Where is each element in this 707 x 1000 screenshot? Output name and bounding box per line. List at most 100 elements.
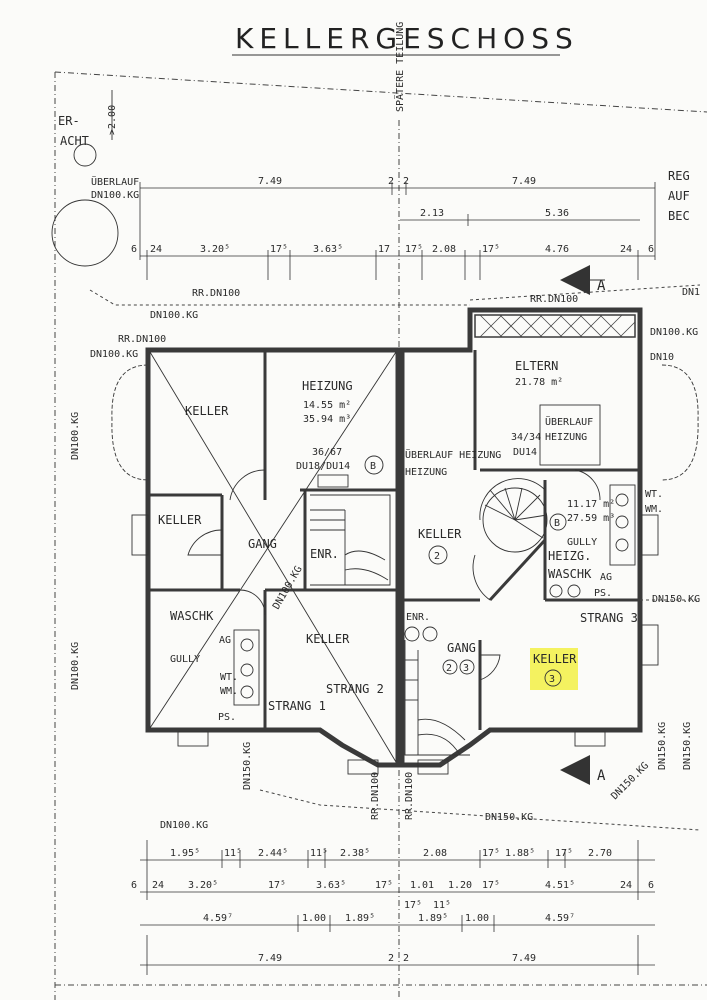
- light-well-right: [661, 364, 699, 481]
- spiral-stair-right: [479, 478, 548, 553]
- label-du-14: DU14: [513, 447, 537, 458]
- label-heizg-area2: 27.59 m³: [567, 513, 615, 524]
- label-dn100-kg-vert2: DN100.KG: [70, 642, 81, 690]
- machine-circle: [240, 685, 254, 699]
- dim-top3-6: 17⁵: [405, 244, 423, 255]
- room-waschk-left: WASCHK: [170, 609, 214, 623]
- label-gully-right: GULLY: [567, 537, 597, 548]
- drain-line-top-left: [89, 289, 470, 306]
- dim-b2-2: 3.20⁵: [188, 880, 218, 891]
- room-keller-mid: KELLER: [418, 527, 462, 541]
- dim-b3-1: 1.00: [302, 913, 326, 924]
- label-wm-right: WM.: [645, 504, 663, 515]
- dim-top3-10: 24: [620, 244, 632, 255]
- room-gang-left: GANG: [248, 537, 277, 551]
- marker-circle-b-right: [549, 513, 567, 531]
- dim-b3-5: 4.59⁷: [545, 913, 575, 924]
- dim-b4-2: 2: [403, 953, 409, 964]
- room-heizg: HEIZG.: [548, 549, 591, 563]
- machines-right: [609, 484, 636, 566]
- dim-top3-2: 3.20⁵: [200, 244, 230, 255]
- label-ag-right: AG: [600, 572, 612, 583]
- drain-line-bottom: [259, 789, 701, 831]
- marker-circle-2: [428, 545, 448, 565]
- room-eltern: ELTERN: [515, 359, 558, 373]
- dim-b2-3: 17⁵: [268, 880, 286, 891]
- dim-b2-6: 1.01: [410, 880, 434, 891]
- dim-ticks-b3: [297, 915, 495, 932]
- dim-top1-a: 7.49: [258, 176, 282, 187]
- dim-b3-4: 1.00: [465, 913, 489, 924]
- label-dn150-kg-right-vert: DN150.KG: [657, 722, 668, 770]
- dim-b3-0: 4.59⁷: [203, 913, 233, 924]
- label-strang3: STRANG 3: [580, 611, 638, 625]
- marker-num-3: 3: [463, 663, 469, 674]
- label-dn100-kg-left: DN100.KG: [150, 310, 198, 321]
- marker-circle: [459, 659, 475, 675]
- dim-top3-9: 4.76: [545, 244, 569, 255]
- stair-left: [310, 494, 391, 586]
- room-keller-nw: KELLER: [185, 404, 229, 418]
- label-dn100-kg-right: DN100.KG: [650, 327, 698, 338]
- dim-top3-7: 2.08: [432, 244, 456, 255]
- dim-b2b-0: 17⁵: [404, 900, 422, 911]
- label-ueberlauf-heizung: ÜBERLAUF HEIZUNG: [405, 448, 501, 461]
- dim-top3-5: 17: [378, 244, 390, 255]
- label-ueberlauf: ÜBERLAUF: [91, 175, 139, 188]
- dim-b1-8: 17⁵: [555, 848, 573, 859]
- machine-circle: [240, 638, 254, 652]
- room-keller-highlight-num: 3: [549, 674, 555, 685]
- outer-wall-left: [145, 347, 401, 768]
- label-ps-right: PS.: [594, 588, 612, 599]
- label-dn100-kg-vert: DN100.KG: [70, 412, 81, 460]
- label-auf: AUF: [668, 189, 690, 203]
- dim-b3-3: 1.89⁵: [418, 913, 448, 924]
- section-arrow-bottom: [560, 755, 590, 785]
- room-waschk-right: WASCHK: [548, 567, 592, 581]
- machine-circle: [240, 663, 254, 677]
- room-keller-highlight: KELLER: [533, 652, 577, 666]
- machines-left: [233, 629, 260, 706]
- marker-circle-b-left: [364, 455, 384, 475]
- large-shaft-circle: [51, 199, 119, 267]
- drain-line-top-right: [469, 284, 701, 301]
- room-keller-w: KELLER: [158, 513, 202, 527]
- dim-b1-4: 2.38⁵: [340, 848, 370, 859]
- marker-num-2: 2: [446, 663, 452, 674]
- label-rr-dn100-right: RR.DN100: [530, 294, 578, 305]
- hatch-pattern: [479, 314, 636, 338]
- dim-b2-9: 4.51⁵: [545, 880, 575, 891]
- machine-circle: [615, 515, 629, 529]
- boiler-unit: [317, 474, 349, 488]
- dim-b2-0: 6: [131, 880, 137, 891]
- label-spaetere-teilung: SPÄTERE TEILUNG: [393, 22, 406, 112]
- label-ueberlauf-right: ÜBERLAUF: [545, 415, 593, 428]
- room-heizung: HEIZUNG: [302, 379, 353, 393]
- room-heizung-du2: DU18/DU14: [296, 461, 350, 472]
- cross-line-2: [149, 351, 397, 729]
- label-acht: ACHT: [60, 134, 89, 148]
- label-dn150-kg-strang: DN150.KG: [609, 760, 651, 802]
- dim-b1-3: 11⁵: [310, 848, 328, 859]
- dim-b1-9: 2.70: [588, 848, 612, 859]
- outer-wall-right: [399, 307, 643, 768]
- dim-top3-11: 6: [648, 244, 654, 255]
- room-keller-center: KELLER: [306, 632, 350, 646]
- dim-top3-3: 17⁵: [270, 244, 288, 255]
- label-dn150-kg-right-vert2: DN150.KG: [682, 722, 693, 770]
- dim-b1-6: 17⁵: [482, 848, 500, 859]
- room-keller-mid-num: 2: [434, 551, 440, 562]
- section-label-top: A: [597, 278, 606, 294]
- label-dn100kg: DN100.KG: [91, 190, 139, 201]
- eltern-top-wall: [474, 314, 636, 338]
- marker-circle-2b: [549, 584, 563, 598]
- room-gang-right: GANG: [447, 641, 476, 655]
- dim-b2b-1: 11⁵: [433, 900, 451, 911]
- label-ag-left: AG: [219, 635, 231, 646]
- marker-b-left: B: [370, 461, 376, 472]
- label-heizung-right: HEIZUNG: [545, 432, 587, 443]
- label-strang1: STRANG 1: [268, 699, 326, 713]
- section-label-bottom: A: [597, 768, 606, 784]
- cross-line-1: [149, 351, 397, 763]
- room-heizung-volume: 35.94 m³: [303, 414, 351, 425]
